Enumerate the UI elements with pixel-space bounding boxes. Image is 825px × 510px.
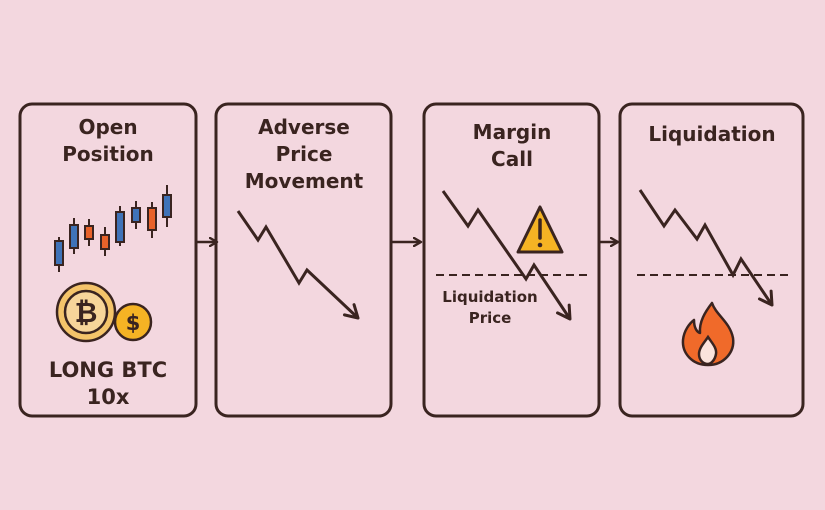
panel-liquidation xyxy=(618,102,805,418)
candlestick-chart-icon xyxy=(54,185,172,272)
step-title: Margin xyxy=(472,120,552,144)
down-trend-arrow-icon xyxy=(236,210,360,320)
down-trend-arrow-icon xyxy=(638,189,774,307)
panel-open-position xyxy=(18,102,198,418)
panel-margin-call xyxy=(422,102,601,418)
step-title: Adverse xyxy=(258,115,350,139)
warning-icon xyxy=(516,205,564,254)
step-title: Liquidation xyxy=(648,122,776,146)
position-label: LONG BTC xyxy=(48,358,168,382)
bitcoin-coin-icon: ₿ xyxy=(55,281,117,343)
fire-icon xyxy=(681,301,735,367)
step-title: Price xyxy=(275,142,333,166)
liquidation-price-label: Liquidation xyxy=(442,288,538,306)
svg-text:₿: ₿ xyxy=(75,296,98,329)
liquidation-price-label: Price xyxy=(468,309,512,327)
panel-adverse-price-movement xyxy=(214,102,393,418)
dollar-coin-icon: $ xyxy=(113,302,153,342)
leverage-label: 10x xyxy=(86,385,130,409)
step-title: Open xyxy=(78,115,138,139)
step-title: Movement xyxy=(244,169,364,193)
svg-text:$: $ xyxy=(126,311,141,335)
step-title: Call xyxy=(491,147,533,171)
step-title: Position xyxy=(62,142,154,166)
